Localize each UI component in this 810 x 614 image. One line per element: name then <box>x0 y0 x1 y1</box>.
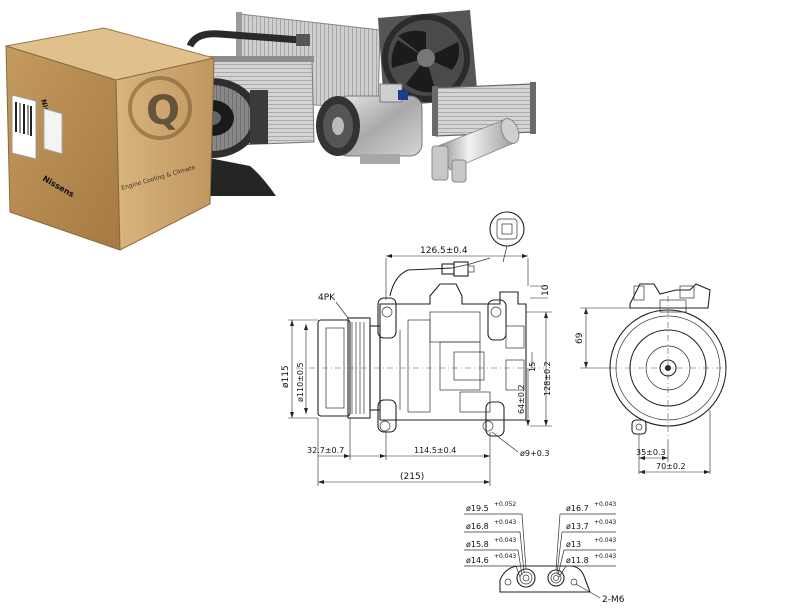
port-left-4: ø14.6 <box>466 556 489 565</box>
port-right-3-tol: +0.043 <box>594 537 616 544</box>
port-right-2: ø13.7 <box>566 522 589 531</box>
port-right-4: ø11.8 <box>566 556 589 565</box>
dim-10: 10 <box>541 284 551 296</box>
barcode-label <box>15 102 32 136</box>
dim-15: 15 <box>528 362 537 372</box>
compressor-photo <box>316 83 423 164</box>
dim-32-7: 32.7±0.7 <box>307 446 344 455</box>
dim-215: (215) <box>400 472 424 482</box>
label-4pk: 4PK <box>318 293 336 303</box>
port-right-1-tol: +0.043 <box>594 501 616 508</box>
connector-detail-icon <box>489 211 525 263</box>
port-right-4-tol: +0.043 <box>594 553 616 560</box>
dim-114-5: 114.5±0.4 <box>414 446 456 455</box>
thread-2-m6: 2-M6 <box>602 595 625 605</box>
port-left-1: ø19.5 <box>466 504 489 513</box>
dim-126-5: 126.5±0.4 <box>420 246 468 256</box>
port-left-1-tol: +0.052 <box>494 501 516 508</box>
product-photo-collage: Nissens Nissens Q Engine Cooling & Clima… <box>5 10 536 251</box>
port-left-3-tol: +0.043 <box>494 537 516 544</box>
dim-dia-9: ø9+0.3 <box>520 449 549 458</box>
dim-69: 69 <box>575 332 585 344</box>
receiver-drier-photo <box>431 118 520 183</box>
radiator-fan-photo <box>378 10 478 106</box>
box-q-logo: Q <box>146 88 180 134</box>
port-right-3: ø13 <box>566 540 581 549</box>
dim-dia-115: ø115 <box>281 365 291 388</box>
compressor-body-drawing <box>377 283 527 437</box>
dim-70: 70±0.2 <box>656 462 686 471</box>
port-left-4-tol: +0.043 <box>494 553 516 560</box>
port-right-1: ø16.7 <box>566 504 589 513</box>
ac-hose-photo <box>186 30 301 48</box>
hose-fitting-photo <box>296 34 310 46</box>
port-right-2-tol: +0.043 <box>594 519 616 526</box>
port-left-3: ø15.8 <box>466 540 489 549</box>
compressor-side-view: 126.5±0.4 10 4PK <box>281 211 552 486</box>
ports-detail-view: 2-M6 ø19.5 +0.052 ø16.8 +0.043 ø15.8 +0.… <box>464 501 625 605</box>
dim-128: 128±0.2 <box>543 361 552 396</box>
compressor-front-view: 69 35±0.3 70±0.2 <box>575 283 728 474</box>
dim-dia-110: ø110±0.5 <box>296 362 305 402</box>
port-left-2: ø16.8 <box>466 522 489 531</box>
dim-64: 64±0.2 <box>517 384 526 414</box>
port-left-2-tol: +0.043 <box>494 519 516 526</box>
dim-35: 35±0.3 <box>636 448 666 457</box>
packaging-box-photo: Nissens Nissens Q Engine Cooling & Clima… <box>5 27 215 251</box>
